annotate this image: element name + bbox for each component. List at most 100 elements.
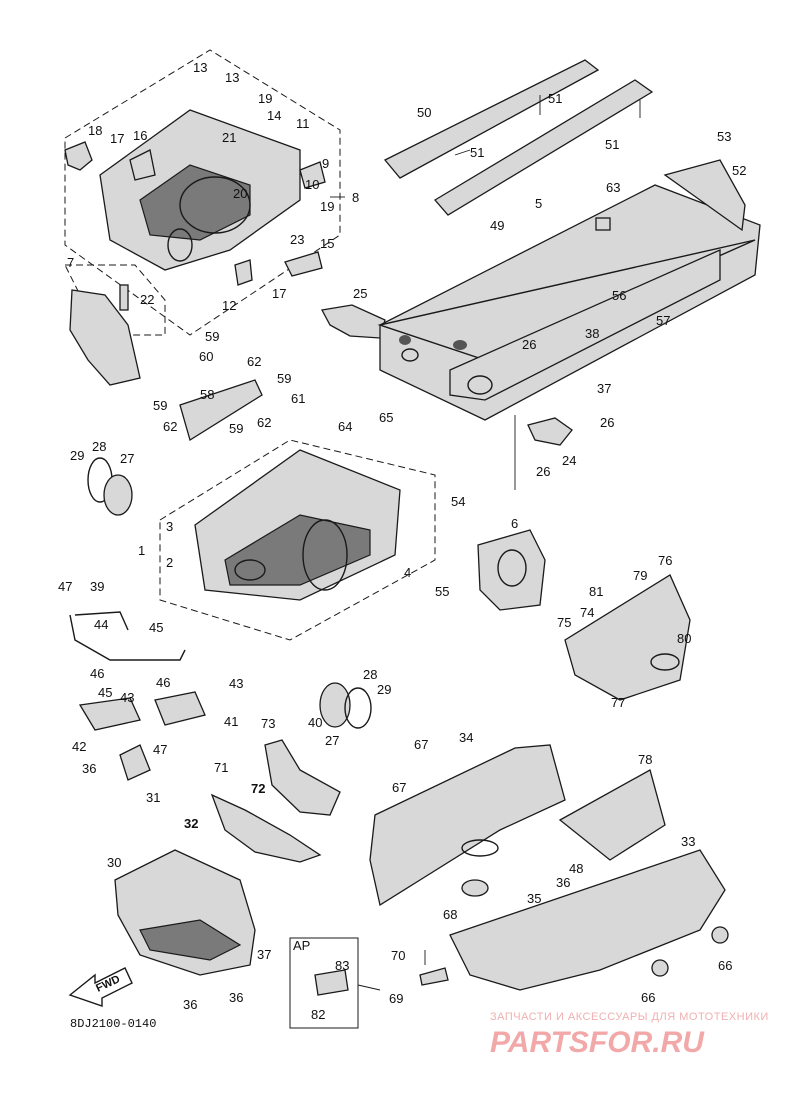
callout-2: 2 <box>166 555 173 570</box>
bumper-39 <box>69 611 206 781</box>
ap-inset-label: AP <box>293 938 310 953</box>
callout-37: 37 <box>257 947 271 962</box>
callout-80: 80 <box>677 631 691 646</box>
callout-67: 67 <box>414 737 428 752</box>
callout-81: 81 <box>589 584 603 599</box>
callout-44: 44 <box>94 617 108 632</box>
plate-78 <box>558 769 666 861</box>
callout-50: 50 <box>417 105 431 120</box>
callout-26: 26 <box>600 415 614 430</box>
callout-82: 82 <box>311 1007 325 1022</box>
boot-27-28-left <box>87 457 133 516</box>
callout-13: 13 <box>225 70 239 85</box>
callout-35: 35 <box>527 891 541 906</box>
callout-76: 76 <box>658 553 672 568</box>
bracket-7 <box>64 264 166 386</box>
callout-19: 19 <box>320 199 334 214</box>
callout-63: 63 <box>606 180 620 195</box>
bracket-24 <box>514 415 573 490</box>
callout-12: 12 <box>222 298 236 313</box>
mid-frame-assembly <box>159 379 436 641</box>
callout-64: 64 <box>338 419 352 434</box>
callout-59: 59 <box>153 398 167 413</box>
callout-57: 57 <box>656 313 670 328</box>
callout-43: 43 <box>229 676 243 691</box>
guards-71-72-73 <box>210 739 341 863</box>
callout-14: 14 <box>267 108 281 123</box>
callout-42: 42 <box>72 739 86 754</box>
callout-16: 16 <box>133 128 147 143</box>
callout-8: 8 <box>352 190 359 205</box>
callout-70: 70 <box>391 948 405 963</box>
bracket-69-70 <box>419 950 449 986</box>
callout-36: 36 <box>82 761 96 776</box>
tunnel-5 <box>377 159 761 421</box>
callout-23: 23 <box>290 232 304 247</box>
callout-3: 3 <box>166 519 173 534</box>
callout-45: 45 <box>149 620 163 635</box>
callout-46: 46 <box>90 666 104 681</box>
callout-28: 28 <box>363 667 377 682</box>
callout-17: 17 <box>110 131 124 146</box>
callout-40: 40 <box>308 715 322 730</box>
callout-31: 31 <box>146 790 160 805</box>
callout-59: 59 <box>205 329 219 344</box>
callout-47: 47 <box>153 742 167 757</box>
callout-51: 51 <box>548 91 562 106</box>
diagram-code: 8DJ2100-0140 <box>70 1017 156 1031</box>
callout-75: 75 <box>557 615 571 630</box>
callout-83: 83 <box>335 958 349 973</box>
callout-78: 78 <box>638 752 652 767</box>
callout-32: 32 <box>184 816 198 831</box>
callout-25: 25 <box>353 286 367 301</box>
callout-73: 73 <box>261 716 275 731</box>
plate-6 <box>477 529 546 611</box>
callout-48: 48 <box>569 861 583 876</box>
callout-41: 41 <box>224 714 238 729</box>
rails-49-50 <box>383 59 654 216</box>
bracket-25 <box>321 304 386 339</box>
callout-66: 66 <box>641 990 655 1005</box>
callout-29: 29 <box>377 682 391 697</box>
callout-36: 36 <box>229 990 243 1005</box>
callout-55: 55 <box>435 584 449 599</box>
callout-36: 36 <box>556 875 570 890</box>
callout-53: 53 <box>717 129 731 144</box>
callout-72: 72 <box>251 781 265 796</box>
callout-67: 67 <box>392 780 406 795</box>
callout-37: 37 <box>597 381 611 396</box>
boot-27-28-right <box>319 682 372 729</box>
callout-62: 62 <box>257 415 271 430</box>
callout-29: 29 <box>70 448 84 463</box>
callout-26: 26 <box>536 464 550 479</box>
callout-33: 33 <box>681 834 695 849</box>
callout-39: 39 <box>90 579 104 594</box>
callout-19: 19 <box>258 91 272 106</box>
callout-27: 27 <box>120 451 134 466</box>
callout-74: 74 <box>580 605 594 620</box>
callout-28: 28 <box>92 439 106 454</box>
callout-58: 58 <box>200 387 214 402</box>
callout-62: 62 <box>163 419 177 434</box>
callout-17: 17 <box>272 286 286 301</box>
callout-65: 65 <box>379 410 393 425</box>
callout-36: 36 <box>183 997 197 1012</box>
side-panel-33 <box>449 849 729 991</box>
ap-inset <box>289 937 381 1029</box>
callout-69: 69 <box>389 991 403 1006</box>
callout-22: 22 <box>140 292 154 307</box>
callout-49: 49 <box>490 218 504 233</box>
callout-52: 52 <box>732 163 746 178</box>
callout-20: 20 <box>233 186 247 201</box>
callout-68: 68 <box>443 907 457 922</box>
callout-45: 45 <box>98 685 112 700</box>
callout-77: 77 <box>611 695 625 710</box>
callout-51: 51 <box>470 145 484 160</box>
watermark-logo: PARTSFOR.RU <box>490 1026 705 1059</box>
callout-4: 4 <box>404 565 411 580</box>
callout-59: 59 <box>277 371 291 386</box>
callout-26: 26 <box>522 337 536 352</box>
callout-21: 21 <box>222 130 236 145</box>
callout-24: 24 <box>562 453 576 468</box>
